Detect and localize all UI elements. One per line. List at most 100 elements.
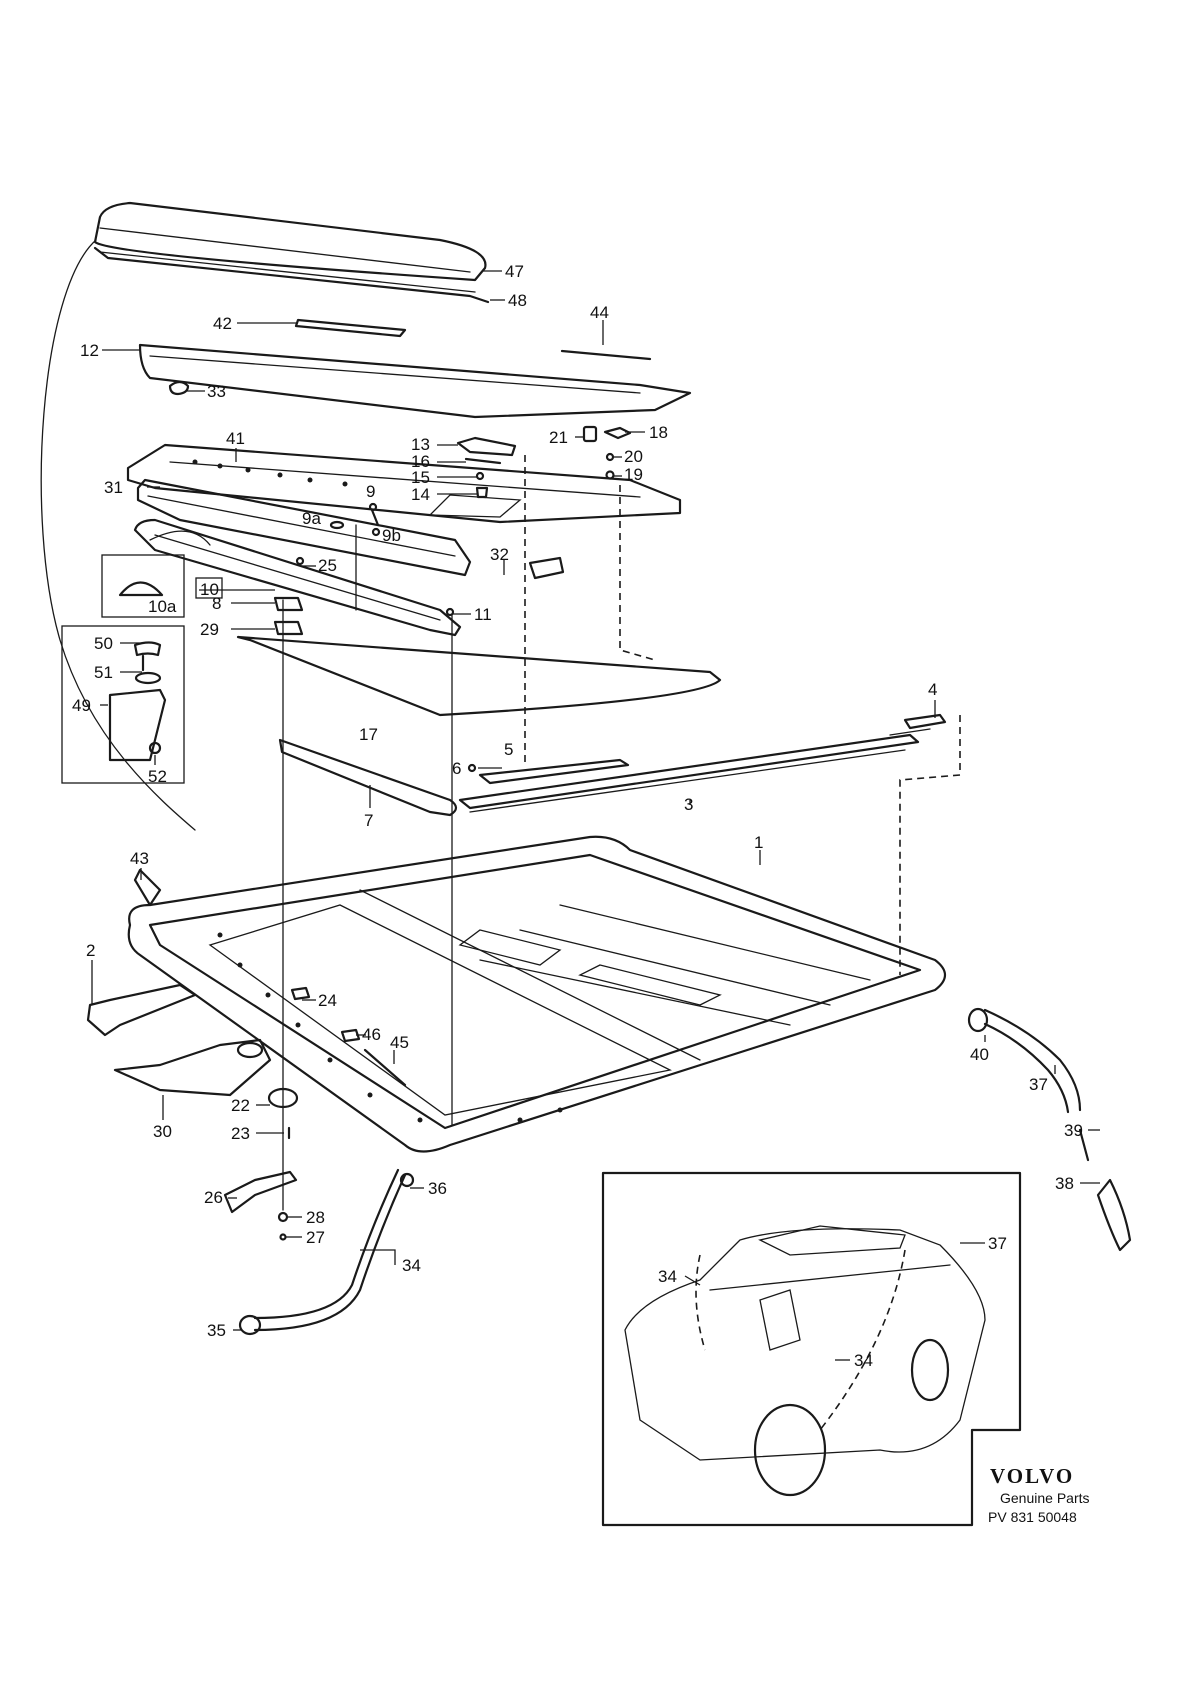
callout-48: 48 bbox=[508, 291, 527, 310]
inset-car-view bbox=[601, 1171, 1022, 1527]
callout-42: 42 bbox=[213, 314, 232, 333]
panel-seal bbox=[93, 246, 490, 304]
bracket-detail-box bbox=[61, 625, 185, 784]
callout-11: 11 bbox=[474, 605, 492, 624]
doc-number: PV 831 50048 bbox=[988, 1509, 1077, 1525]
center-mechanism bbox=[456, 436, 517, 499]
callout-27: 27 bbox=[306, 1228, 325, 1247]
callout-41: 41 bbox=[226, 429, 245, 448]
screw-6 bbox=[467, 763, 477, 773]
callout-10-box bbox=[195, 577, 223, 599]
callout-12: 12 bbox=[80, 341, 99, 360]
callout-30: 30 bbox=[153, 1122, 172, 1141]
screw-11 bbox=[445, 607, 455, 617]
front-drain-hose bbox=[238, 1168, 415, 1336]
rail-arrow bbox=[149, 530, 211, 546]
sunroof-panel bbox=[93, 201, 487, 282]
brand-logo: VOLVO bbox=[990, 1464, 1074, 1488]
bracket-2 bbox=[86, 983, 197, 1037]
callout-51: 51 bbox=[94, 663, 113, 682]
callout-9a: 9a bbox=[302, 509, 321, 528]
screw-9 bbox=[368, 502, 380, 527]
callouts: 47 48 42 44 12 33 41 13 16 15 14 21 18 2… bbox=[72, 262, 1083, 1370]
inner-frame bbox=[126, 443, 682, 524]
screw-27 bbox=[279, 1233, 287, 1241]
rear-strip bbox=[560, 349, 652, 361]
callout-9: 9 bbox=[366, 482, 375, 501]
callout-9b: 9b bbox=[382, 526, 401, 545]
strip-45 bbox=[363, 1048, 407, 1087]
callout-19: 19 bbox=[624, 465, 643, 484]
drain-bracket-30 bbox=[113, 1038, 272, 1097]
rear-bracket bbox=[528, 556, 565, 580]
callout-50: 50 bbox=[94, 634, 113, 653]
callout-37: 37 bbox=[1029, 1075, 1048, 1094]
assembly-arrow bbox=[40, 239, 196, 831]
cap-21 bbox=[582, 425, 598, 443]
bracket-18 bbox=[603, 426, 632, 440]
clip-33 bbox=[168, 380, 190, 396]
corner-43 bbox=[133, 868, 162, 907]
callout-43: 43 bbox=[130, 849, 149, 868]
clip-46 bbox=[340, 1028, 361, 1043]
callout-15: 15 bbox=[411, 468, 430, 487]
leader-lines bbox=[91, 270, 1100, 1361]
callout-39: 39 bbox=[1064, 1121, 1083, 1140]
end-piece-4 bbox=[889, 713, 947, 736]
headliner-panel bbox=[138, 343, 692, 419]
callout-5: 5 bbox=[504, 740, 513, 759]
callout-35: 35 bbox=[207, 1321, 226, 1340]
slider-29 bbox=[273, 620, 304, 636]
branding: VOLVO Genuine Parts PV 831 50048 bbox=[988, 1464, 1090, 1525]
callout-34: 34 bbox=[402, 1256, 421, 1275]
callout-16: 16 bbox=[411, 452, 430, 471]
clip-24 bbox=[290, 986, 311, 1001]
callout-8: 8 bbox=[212, 594, 221, 613]
callout-40: 40 bbox=[970, 1045, 989, 1064]
front-strip bbox=[294, 318, 407, 338]
callout-32: 32 bbox=[490, 545, 509, 564]
seal-7 bbox=[278, 738, 458, 817]
callout-23: 23 bbox=[231, 1124, 250, 1143]
assembly-line-e bbox=[619, 485, 656, 661]
callout-inset-37: 37 bbox=[988, 1234, 1007, 1253]
screw-25 bbox=[295, 556, 305, 566]
washer-9a bbox=[329, 520, 345, 530]
roof-frame bbox=[127, 835, 947, 1153]
callout-25: 25 bbox=[318, 556, 337, 575]
lower-rail bbox=[133, 518, 462, 637]
callout-26: 26 bbox=[204, 1188, 223, 1207]
callout-38: 38 bbox=[1055, 1174, 1074, 1193]
callout-33: 33 bbox=[207, 382, 226, 401]
callout-13: 13 bbox=[411, 435, 430, 454]
callout-36: 36 bbox=[428, 1179, 447, 1198]
callout-10a: 10a bbox=[148, 597, 177, 616]
callout-18: 18 bbox=[649, 423, 668, 442]
side-rail-5 bbox=[478, 758, 630, 785]
callout-inset-34-bottom: 34 bbox=[854, 1351, 873, 1370]
callout-52: 52 bbox=[148, 767, 167, 786]
callout-47: 47 bbox=[505, 262, 524, 281]
callout-6: 6 bbox=[452, 759, 461, 778]
callout-7: 7 bbox=[364, 811, 373, 830]
screw-19 bbox=[605, 470, 615, 480]
callout-20: 20 bbox=[624, 447, 643, 466]
callout-46: 46 bbox=[362, 1025, 381, 1044]
callout-28: 28 bbox=[306, 1208, 325, 1227]
lever-26 bbox=[223, 1170, 298, 1214]
callout-24: 24 bbox=[318, 991, 337, 1010]
callout-31: 31 bbox=[104, 478, 123, 497]
cap-10a-box bbox=[101, 554, 185, 618]
callout-2: 2 bbox=[86, 941, 95, 960]
callout-10: 10 bbox=[200, 580, 219, 599]
callout-inset-34-top: 34 bbox=[658, 1267, 677, 1286]
callout-29: 29 bbox=[200, 620, 219, 639]
callout-17: 17 bbox=[359, 725, 378, 744]
callout-22: 22 bbox=[231, 1096, 250, 1115]
assembly-line-f bbox=[899, 715, 961, 975]
callout-4: 4 bbox=[928, 680, 937, 699]
guide-rail bbox=[136, 478, 472, 577]
rear-drain-hose bbox=[967, 1007, 1132, 1252]
callout-49: 49 bbox=[72, 696, 91, 715]
